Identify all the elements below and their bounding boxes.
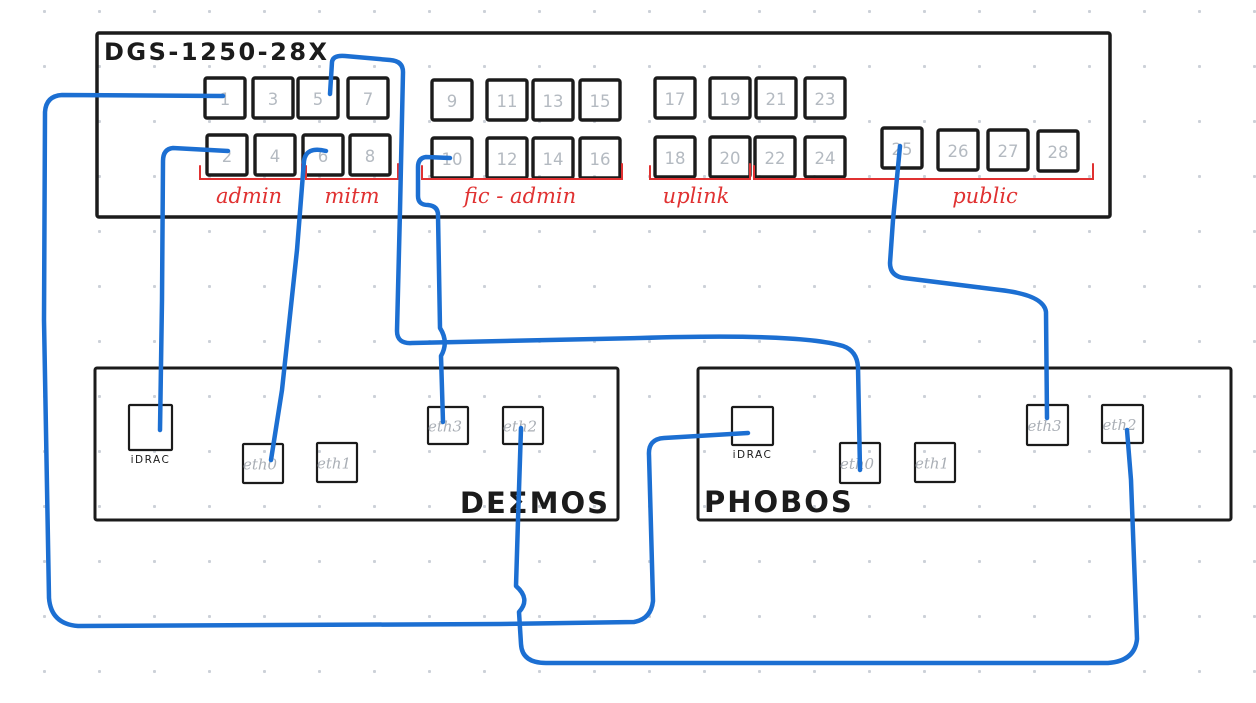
server-port-label-deimos-eth1: eth1 [317,455,351,473]
port-group-label-uplink: uplink [663,184,730,208]
switch-port-25 [880,126,924,170]
switch-port-17 [653,76,697,120]
switch-port-18 [653,135,697,179]
cable-switch-port-25-to-phobos-eth3 [887,143,1050,421]
switch-port-14-number: 14 [543,150,564,169]
switch-port-3-number: 3 [268,90,279,109]
cable-switch-port-2-to-deimos-idrac [157,145,231,433]
switch-port-20 [708,135,752,179]
switch-port-13 [531,78,575,122]
server-port-deimos-eth2 [501,405,545,446]
server-port-label-phobos-eth1: eth1 [915,455,949,473]
server-box-deimos [93,366,620,522]
server-name-phobos: PHOBOS [704,485,854,519]
port-group-bracket-public [753,163,1094,180]
switch-port-6 [301,133,345,177]
switch-port-25-number: 25 [892,140,913,159]
server-port-label-deimos-eth3: eth3 [428,418,462,436]
switch-port-21 [754,76,798,120]
switch-port-22-number: 22 [765,149,786,168]
cable-switch-port-1-to-phobos-idrac [41,92,751,629]
server-port-label-phobos-eth2: eth2 [1102,416,1136,434]
switch-port-21-number: 21 [766,90,787,109]
switch-port-3 [251,76,295,120]
server-port-deimos-eth1 [315,441,359,484]
switch-port-9 [430,78,474,122]
switch-port-18-number: 18 [665,149,686,168]
switch-port-24-number: 24 [815,149,836,168]
server-name-deimos: DEΣMOS [460,486,610,520]
switch-port-19 [708,76,752,120]
switch-port-28-number: 28 [1048,143,1069,162]
switch-port-27 [986,128,1030,172]
switch-port-5 [296,76,340,120]
port-group-bracket-admin [199,163,303,180]
server-port-phobos-eth1 [913,441,957,484]
switch-port-22 [753,135,797,179]
switch-port-13-number: 13 [543,92,564,111]
server-port-label-deimos-idrac: iDRAC [131,454,171,466]
switch-port-12-number: 12 [497,150,518,169]
switch-port-8 [348,133,392,177]
switch-port-24 [803,135,847,179]
switch-port-16-number: 16 [590,150,611,169]
switch-port-20-number: 20 [720,149,741,168]
switch-title: DGS-1250-28X [104,38,330,66]
server-box-phobos [696,366,1233,522]
switch-port-26-number: 26 [948,142,969,161]
port-group-label-public: public [952,184,1018,208]
switch-port-2 [205,133,249,177]
switch-port-4 [253,133,297,177]
port-group-label-fic-admin: fic - admin [462,184,576,208]
cable-switch-port-10-to-deimos-eth3 [415,154,453,425]
server-port-label-phobos-idrac: iDRAC [733,449,773,461]
switch-port-17-number: 17 [665,90,686,109]
switch-port-2-number: 2 [222,147,233,166]
switch-box [95,31,1112,219]
switch-port-11-number: 11 [497,92,518,111]
server-port-deimos-eth0 [241,442,285,485]
port-group-bracket-uplink [649,163,751,180]
switch-port-23-number: 23 [815,90,836,109]
switch-port-27-number: 27 [998,142,1019,161]
server-port-label-phobos-eth0: eth0 [840,455,875,473]
cable-deimos-eth2-to-phobos-eth2 [513,425,1140,666]
port-group-label-admin: admin [216,184,282,208]
cable-switch-port-5-to-phobos-eth0 [327,53,863,473]
switch-port-1-number: 1 [220,90,231,109]
server-port-phobos-idrac [730,405,775,447]
server-port-deimos-eth3 [426,405,470,446]
switch-port-15 [578,78,622,122]
server-port-label-phobos-eth3: eth3 [1027,417,1061,435]
switch-port-7-number: 7 [363,90,374,109]
switch-port-9-number: 9 [447,92,458,111]
switch-port-15-number: 15 [590,92,611,111]
port-group-bracket-fic-admin [421,163,623,180]
switch-port-6-number: 6 [318,147,329,166]
switch-port-23 [803,76,847,120]
switch-port-5-number: 5 [313,90,324,109]
switch-port-10-number: 10 [442,150,463,169]
switch-port-19-number: 19 [720,90,741,109]
switch-port-8-number: 8 [365,147,376,166]
server-port-phobos-eth2 [1100,403,1145,445]
server-port-deimos-idrac [127,403,174,452]
cable-switch-port-6-to-deimos-eth0 [268,147,329,463]
switch-port-7 [346,76,390,120]
port-group-bracket-mitm [305,163,399,180]
port-group-label-mitm: mitm [325,184,380,208]
switch-port-4-number: 4 [270,147,281,166]
switch-port-26 [936,128,980,172]
switch-port-11 [485,78,529,122]
switch-port-28 [1036,129,1080,173]
